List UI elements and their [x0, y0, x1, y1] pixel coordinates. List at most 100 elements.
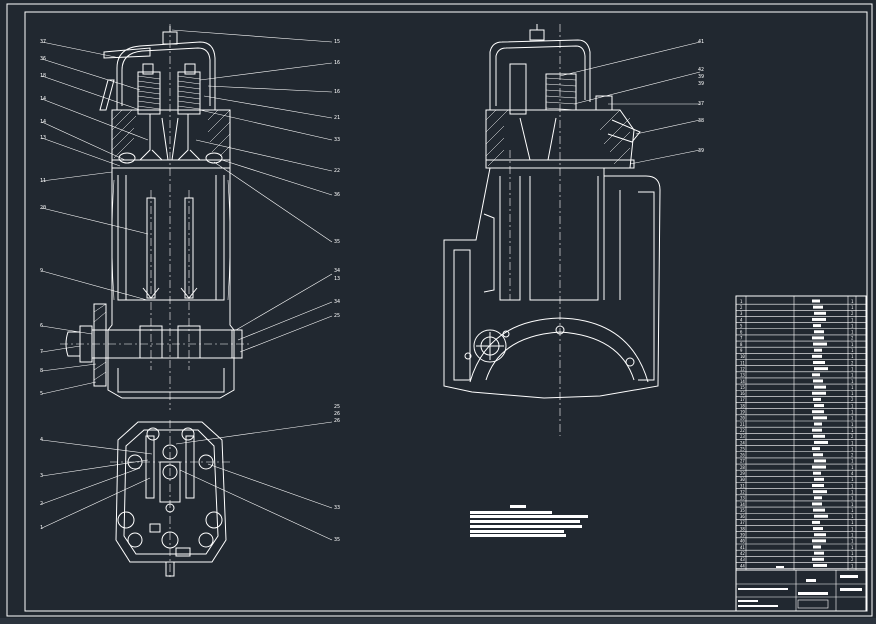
spec-row-qty: 1	[851, 379, 854, 384]
callout-22: 22	[334, 168, 340, 174]
plan-view	[110, 420, 232, 580]
spec-row-qty: 1	[851, 373, 854, 378]
callout-16b: 16	[334, 89, 340, 95]
spec-row-designation	[813, 434, 825, 438]
spec-row-qty: 1	[851, 366, 854, 371]
callout-18: 18	[40, 73, 46, 79]
callout-13: 13	[40, 135, 46, 141]
callout-plan-25: 25	[334, 404, 340, 410]
callout-plan-2: 2	[40, 501, 43, 507]
spec-row-qty: 1	[851, 330, 854, 335]
spec-row-position: 19	[740, 410, 745, 415]
callout-side-38: 38	[698, 118, 704, 124]
spec-row-position: 3	[740, 311, 743, 316]
spec-row-position: 31	[740, 483, 745, 488]
spec-row-qty: 1	[851, 459, 854, 464]
callout-6: 6	[40, 323, 43, 329]
callout-side-39c: 39	[698, 148, 704, 154]
spec-row-qty: 2	[851, 311, 854, 316]
callout-side-42: 42	[698, 67, 704, 73]
spec-row-qty: 2	[851, 557, 854, 562]
callout-14a: 14	[40, 96, 46, 102]
spec-row-designation	[813, 397, 821, 401]
spec-row-position: 8	[740, 342, 743, 347]
callout-side-39b: 39	[698, 81, 704, 87]
spec-row-designation	[813, 471, 821, 475]
outer-frame	[6, 3, 873, 617]
spec-row-qty: 1	[851, 446, 854, 451]
spec-row-designation	[812, 502, 822, 506]
callout-plan-33: 33	[334, 505, 340, 511]
spec-row-designation	[813, 453, 823, 457]
spec-row-qty: 1	[851, 508, 854, 513]
spec-row-position: 40	[740, 539, 745, 544]
spec-row-designation	[814, 477, 824, 481]
spec-row-position: 25	[740, 446, 745, 451]
valve-springs	[137, 63, 201, 115]
spec-row-position: 30	[740, 477, 745, 482]
spec-row-qty: 1	[851, 422, 854, 427]
spec-row-position: 17	[740, 397, 745, 402]
spec-row-position: 11	[740, 360, 745, 365]
status-bar	[0, 618, 876, 624]
spec-row-position: 32	[740, 489, 745, 494]
spec-row-qty: 1	[851, 305, 854, 310]
front-view-callouts: 37 36 18 14 14 13 11 20 9 6 7 8 5 15 16 …	[40, 29, 340, 397]
spec-row-qty: 1	[851, 317, 854, 322]
spec-row-designation	[813, 545, 821, 549]
callout-14b: 14	[40, 119, 46, 125]
callout-plan-3: 3	[40, 473, 43, 479]
spec-row-designation	[814, 348, 822, 352]
callout-13b: 13	[334, 276, 340, 282]
spec-row-position: 13	[740, 373, 745, 378]
spec-row-qty: 2	[851, 360, 854, 365]
callout-plan-26a: 26	[334, 411, 340, 417]
spec-row-designation	[814, 404, 824, 408]
spec-row-qty: 1	[851, 403, 854, 408]
side-section-view	[443, 24, 661, 436]
spec-row-position: 36	[740, 514, 745, 519]
spec-row-qty: 1	[851, 391, 854, 396]
title-block	[735, 566, 867, 612]
spec-row-position: 23	[740, 434, 745, 439]
spec-row-position: 9	[740, 348, 743, 353]
spec-row-qty: 1	[851, 477, 854, 482]
callout-8: 8	[40, 368, 43, 374]
spec-row-designation	[812, 447, 820, 451]
spec-row-qty: 1	[851, 440, 854, 445]
spec-row-position: 38	[740, 526, 745, 531]
spec-row-position: 21	[740, 422, 745, 427]
spec-row-qty: 1	[851, 465, 854, 470]
spec-row-position: 26	[740, 453, 745, 458]
spec-row-position: 2	[740, 305, 743, 310]
inner-frame	[24, 11, 868, 612]
spec-row-qty: 1	[851, 416, 854, 421]
spec-row-designation	[812, 391, 826, 395]
callout-16a: 16	[334, 60, 340, 66]
callout-20: 20	[40, 205, 46, 211]
spec-row-position: 33	[740, 496, 745, 501]
spec-row-position: 24	[740, 440, 745, 445]
spec-row-qty: 2	[851, 336, 854, 341]
callout-37: 37	[40, 39, 46, 45]
spec-row-designation	[812, 484, 824, 487]
spec-row-qty: 1	[851, 545, 854, 550]
callout-25: 25	[334, 313, 340, 319]
spec-row-designation	[812, 557, 824, 561]
spec-row-qty: 2	[851, 434, 854, 439]
spec-row-position: 6	[740, 330, 743, 335]
spec-row-position: 37	[740, 520, 745, 525]
spec-row-qty: 1	[851, 520, 854, 525]
callout-side-39a: 39	[698, 74, 704, 80]
spec-row-designation	[813, 490, 827, 494]
spec-row-designation	[813, 342, 827, 346]
spec-row-designation	[814, 459, 826, 463]
spec-row-qty: 1	[851, 563, 854, 568]
spec-row-position: 27	[740, 459, 745, 464]
plan-view-callouts: 4 3 2 1 25 26 26 33 35	[40, 404, 340, 543]
spec-row-qty: 1	[851, 348, 854, 353]
side-view-callouts: 41 42 39 39 37 38 39	[559, 39, 704, 165]
spec-row-position: 5	[740, 323, 743, 328]
callout-15: 15	[334, 39, 340, 45]
